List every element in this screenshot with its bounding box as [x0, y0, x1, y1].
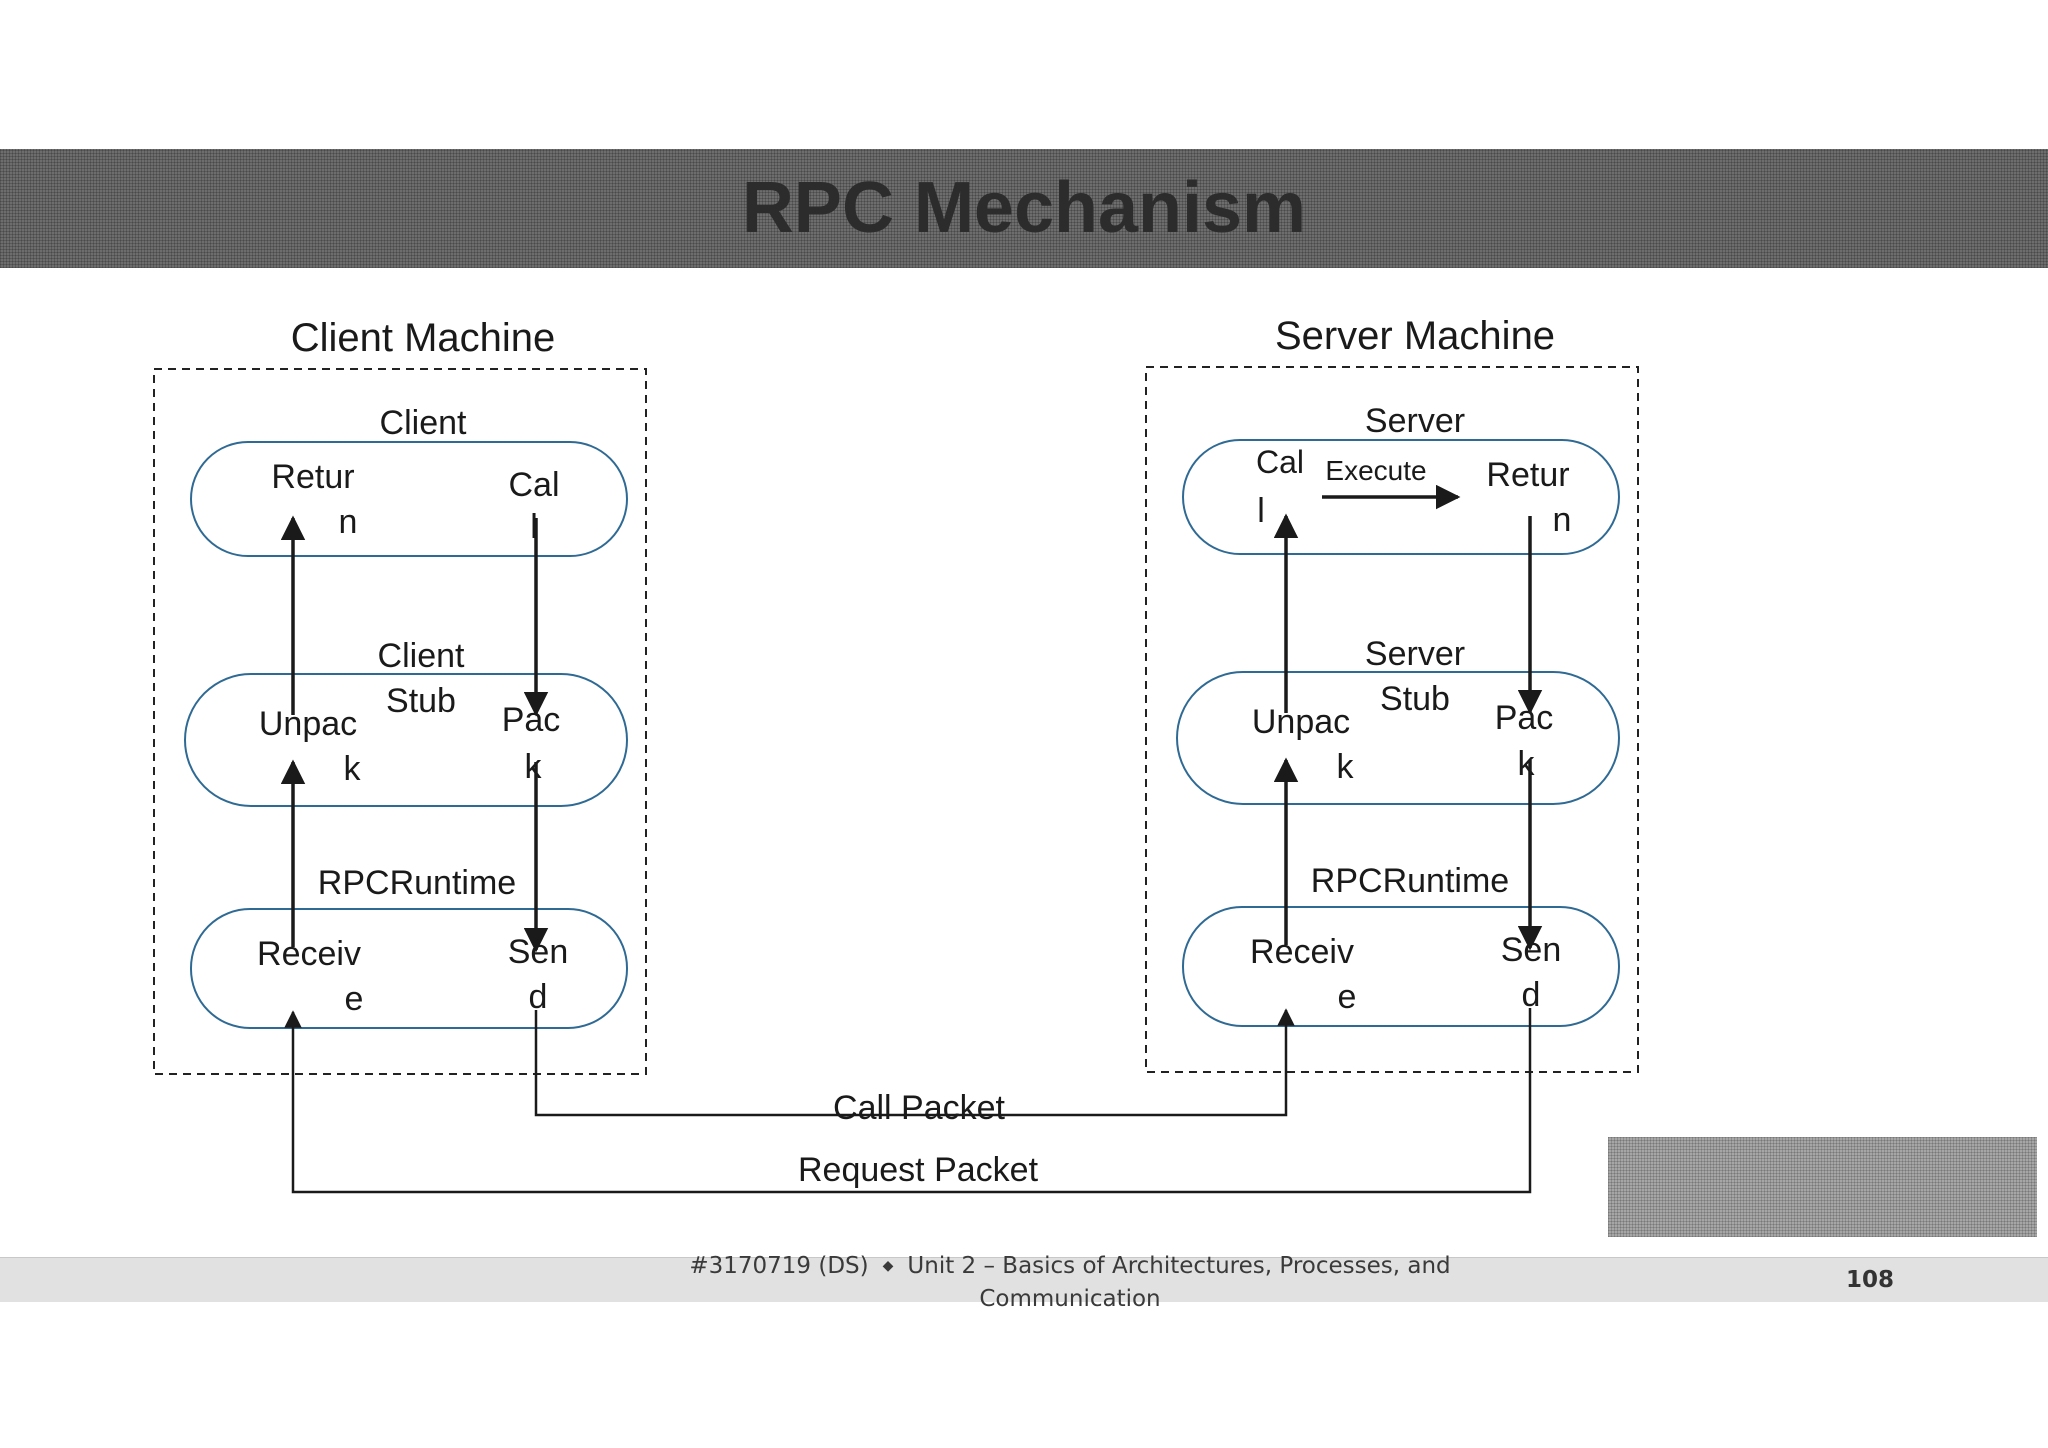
diamond-icon: ◆ — [882, 1258, 894, 1274]
server-execute-label: Execute — [1325, 455, 1426, 486]
server-stub-label: Server — [1365, 635, 1465, 673]
client-receive-label-2: e — [345, 980, 364, 1018]
server-send-label-2: d — [1522, 976, 1541, 1014]
request-packet-path — [284, 1008, 1532, 1194]
client-send-label-2: d — [529, 978, 548, 1016]
server-return-label-2: n — [1553, 501, 1572, 539]
client-call-label: Cal — [508, 466, 559, 504]
server-call-label: Cal — [1256, 444, 1304, 480]
client-stub-label-2: Stub — [386, 682, 456, 720]
server-return-label: Retur — [1486, 456, 1569, 494]
request-packet-label: Request Packet — [798, 1151, 1039, 1189]
client-return-label-2: n — [339, 503, 358, 541]
server-stub-label-2: Stub — [1380, 680, 1450, 718]
server-unpack-label: Unpac — [1252, 703, 1350, 741]
client-return-label: Retur — [271, 458, 354, 496]
unit-title-line-1: Unit 2 – Basics of Architectures, Proces… — [907, 1253, 1451, 1279]
server-machine-boundary — [1145, 366, 1639, 1073]
client-stub-box — [184, 673, 628, 807]
server-receive-label: Receiv — [1250, 933, 1354, 971]
unit-title-line-2: Communication — [979, 1286, 1161, 1312]
client-unpack-label-2: k — [344, 750, 362, 788]
client-unpack-label: Unpac — [259, 705, 357, 743]
client-send-label: Sen — [508, 933, 569, 971]
slide-title: RPC Mechanism — [741, 168, 1307, 248]
client-receive-label: Receiv — [257, 935, 361, 973]
server-runtime-label: RPCRuntime — [1311, 862, 1509, 900]
server-unpack-label-2: k — [1337, 748, 1355, 786]
footer-text: #3170719 (DS) ◆ Unit 2 – Basics of Archite… — [660, 1251, 1480, 1314]
course-code: #3170719 (DS) — [689, 1253, 869, 1279]
client-layer-box — [190, 441, 628, 557]
page-number: 108 — [1845, 1267, 1894, 1293]
client-runtime-label: RPCRuntime — [318, 864, 516, 902]
client-runtime-box — [190, 908, 628, 1029]
server-pack-label-2: k — [1518, 745, 1536, 783]
client-stub-label: Client — [378, 637, 465, 675]
server-pack-label: Pac — [1495, 699, 1554, 737]
server-machine-title: Server Machine — [1275, 314, 1555, 358]
server-layer-label: Server — [1365, 402, 1465, 440]
client-pack-label: Pac — [502, 701, 561, 739]
server-stub-box — [1176, 671, 1620, 805]
footer-band — [0, 1257, 2048, 1302]
call-packet-path — [534, 1008, 1295, 1117]
client-machine-boundary — [153, 368, 647, 1075]
server-call-label-2: l — [1257, 492, 1265, 530]
client-machine-title: Client Machine — [291, 316, 556, 360]
server-layer-box — [1182, 439, 1620, 555]
server-receive-label-2: e — [1338, 978, 1357, 1016]
title-band — [0, 149, 2048, 268]
decorative-gray-block — [1608, 1137, 2037, 1237]
footer-line-1: #3170719 (DS) ◆ Unit 2 – Basics of Archite… — [660, 1251, 1480, 1284]
client-call-label-2: l — [530, 508, 538, 546]
client-pack-label-2: k — [525, 748, 543, 786]
client-layer-label: Client — [380, 404, 467, 442]
call-packet-label: Call Packet — [833, 1089, 1006, 1127]
server-runtime-box — [1182, 906, 1620, 1027]
